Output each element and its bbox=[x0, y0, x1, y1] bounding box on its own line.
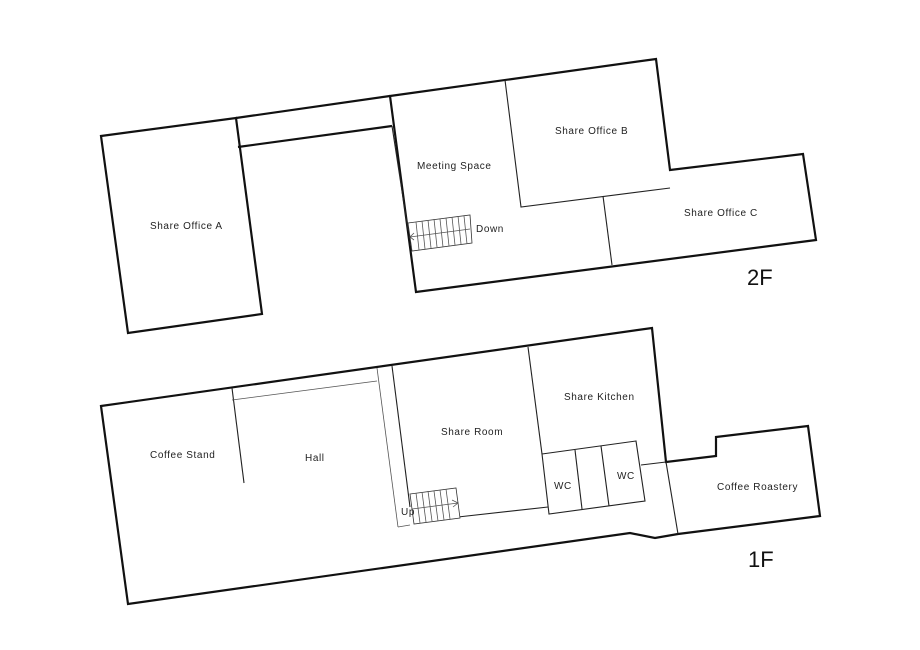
share-kitchen-left-wall bbox=[527, 346, 543, 455]
share-office-b-label: Share Office B bbox=[555, 126, 628, 137]
stair-down-label: Down bbox=[476, 224, 504, 235]
stairs-1f bbox=[409, 487, 461, 525]
roastery-divider bbox=[665, 461, 679, 535]
wc-right-label: WC bbox=[617, 471, 635, 482]
hall-label: Hall bbox=[305, 453, 325, 464]
stair-enclosure-2f bbox=[391, 125, 409, 231]
share-office-b-wall bbox=[504, 79, 671, 208]
wc-divider-1 bbox=[574, 449, 583, 510]
wc-left-label: WC bbox=[554, 481, 572, 492]
stair-up-label: Up bbox=[401, 507, 415, 518]
coffee-stand-divider bbox=[231, 387, 245, 484]
share-office-a-room bbox=[99, 116, 264, 335]
coffee-stand-label: Coffee Stand bbox=[150, 450, 215, 461]
stair-arrow-2f-icon bbox=[409, 232, 415, 241]
hall-top-wall bbox=[231, 380, 378, 401]
floor-1f: Coffee Stand Hall Share Room Share Kitch… bbox=[99, 326, 822, 606]
share-room-left-wall bbox=[391, 365, 411, 508]
hall-right-wall bbox=[376, 367, 399, 528]
share-room-label: Share Room bbox=[441, 427, 503, 438]
share-room-bottom-wall bbox=[457, 506, 549, 518]
floor-2f: Share Office A Meeting Space Share Offic… bbox=[99, 57, 818, 335]
stairs-2f bbox=[407, 214, 473, 252]
main-building-1f-outline bbox=[99, 326, 822, 606]
coffee-roastery-label: Coffee Roastery bbox=[717, 482, 798, 493]
share-kitchen-label: Share Kitchen bbox=[564, 392, 635, 403]
floor-2f-label: 2F bbox=[747, 265, 773, 290]
share-office-a-label: Share Office A bbox=[150, 221, 223, 232]
hall-bottom-wall bbox=[397, 524, 411, 528]
wc-block bbox=[541, 440, 646, 515]
corridor-wall-top bbox=[235, 94, 391, 120]
corridor-wall-bottom bbox=[237, 124, 393, 149]
floor-1f-label: 1F bbox=[748, 547, 774, 572]
roastery-top-wall bbox=[640, 461, 667, 466]
stair-arrow-1f-icon bbox=[451, 499, 459, 508]
meeting-space-label: Meeting Space bbox=[417, 161, 492, 172]
main-building-2f-outline bbox=[388, 57, 818, 294]
office-c-divider bbox=[602, 195, 613, 266]
share-office-c-label: Share Office C bbox=[684, 208, 758, 219]
wc-divider-2 bbox=[600, 445, 610, 507]
